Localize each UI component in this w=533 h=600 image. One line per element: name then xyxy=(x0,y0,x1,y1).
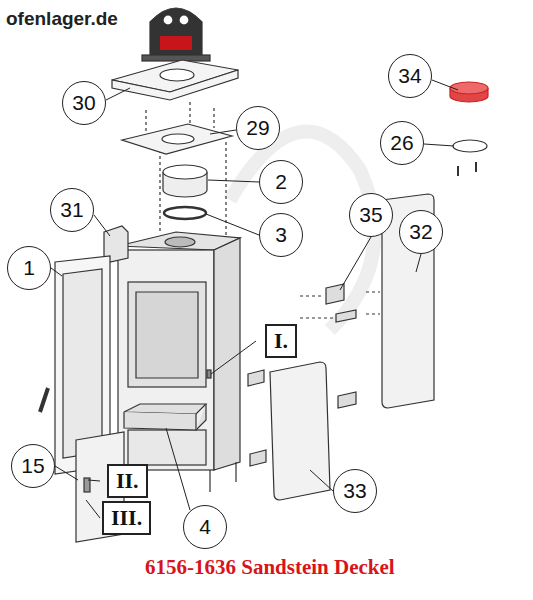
callout-number: 15 xyxy=(11,444,55,488)
callout-text: III. xyxy=(111,505,142,531)
callout-text: 3 xyxy=(275,223,287,247)
detail-box: III. xyxy=(102,501,151,535)
side-panel-33 xyxy=(270,362,330,500)
screws xyxy=(458,162,476,176)
callout-number: 30 xyxy=(62,81,106,125)
flue-collar-2 xyxy=(163,165,207,197)
logo-text: ofenlager.de xyxy=(6,8,118,30)
leader-lines xyxy=(51,80,458,518)
callout-text: 34 xyxy=(398,64,421,88)
gasket-ring-3 xyxy=(164,207,206,219)
logo-mascot xyxy=(142,8,210,61)
watermark xyxy=(230,131,375,330)
callout-text: 1 xyxy=(23,256,35,280)
callout-text: II. xyxy=(116,468,139,494)
callout-text: 4 xyxy=(199,515,211,539)
screw-lines xyxy=(146,102,226,236)
callout-number: 4 xyxy=(183,505,227,549)
callout-number: 35 xyxy=(349,193,393,237)
callout-text: 2 xyxy=(275,170,287,194)
detail-box: I. xyxy=(265,324,297,358)
callout-text: 32 xyxy=(409,220,432,244)
callout-text: 15 xyxy=(21,454,44,478)
callout-number: 33 xyxy=(333,469,377,513)
callout-text: 30 xyxy=(72,91,95,115)
callout-number: 3 xyxy=(259,213,303,257)
callout-number: 31 xyxy=(50,188,94,232)
callout-text: 29 xyxy=(246,116,269,140)
top-plate-30 xyxy=(112,60,238,100)
brackets-35 xyxy=(248,284,356,466)
callout-text: I. xyxy=(274,328,288,354)
callout-number: 32 xyxy=(399,210,443,254)
callout-number: 29 xyxy=(236,106,280,150)
callout-text: 35 xyxy=(359,203,382,227)
ring-26 xyxy=(453,140,487,152)
callout-number: 26 xyxy=(380,121,424,165)
caption: 6156-1636 Sandstein Deckel xyxy=(145,555,395,580)
callout-text: 26 xyxy=(390,131,413,155)
sandstone-cover-34 xyxy=(450,82,488,102)
callout-number: 1 xyxy=(7,246,51,290)
screw-lines-side xyxy=(300,292,380,318)
callout-number: 34 xyxy=(388,54,432,98)
callout-text: 33 xyxy=(343,479,366,503)
stove-body xyxy=(118,232,240,492)
plate-29 xyxy=(122,124,232,154)
ash-pan-4 xyxy=(124,404,206,430)
callout-number: 2 xyxy=(259,160,303,204)
callout-text: 31 xyxy=(60,198,83,222)
detail-box: II. xyxy=(107,464,148,498)
